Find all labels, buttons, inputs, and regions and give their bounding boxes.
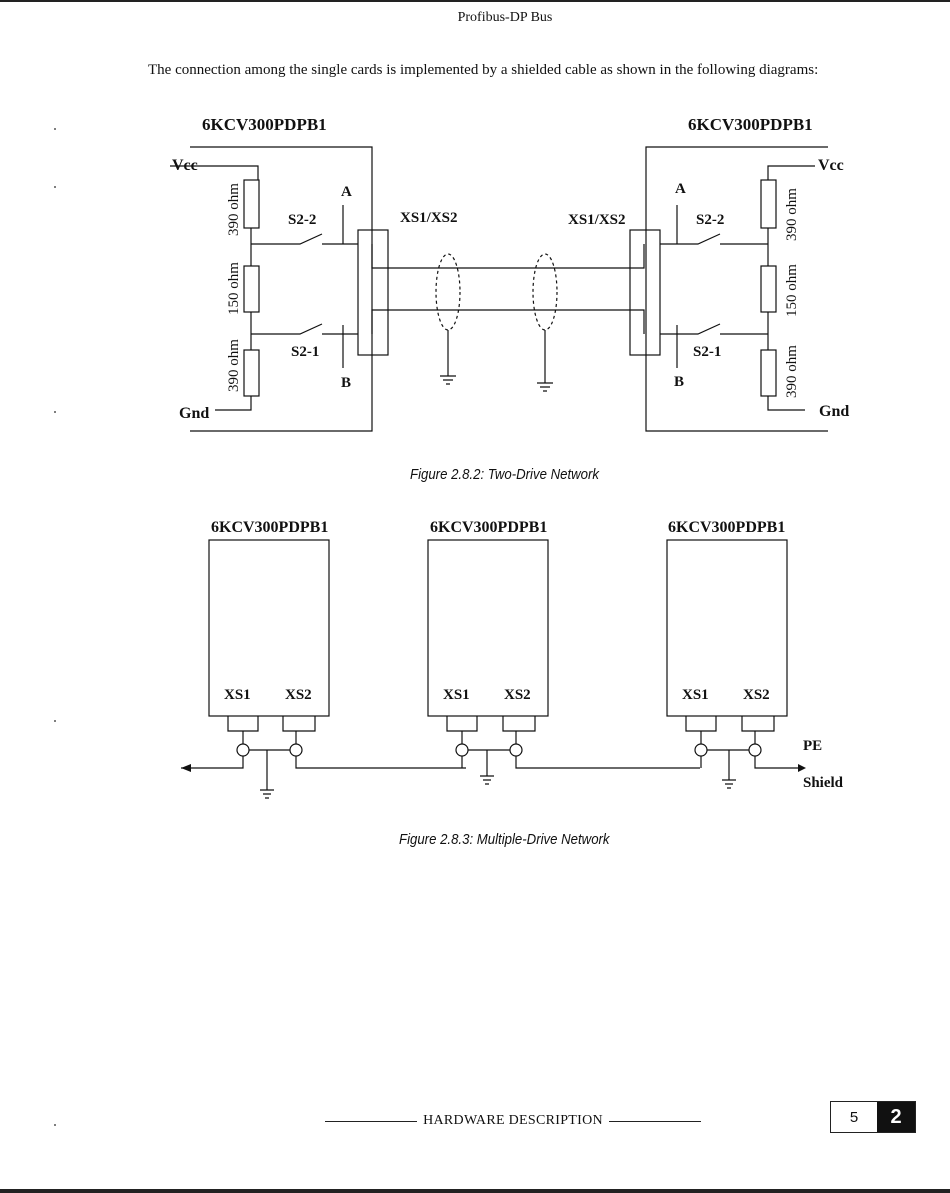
card-2-title: 6KCV300PDPB1 [430,519,547,536]
right-switch-s2-1: S2-1 [693,344,721,360]
left-line-a: A [341,184,352,200]
footer-section-title: HARDWARE DESCRIPTION [423,1113,603,1128]
left-line-b: B [341,375,351,391]
right-card-title: 6KCV300PDPB1 [688,115,813,134]
shield-label: Shield [803,775,844,791]
left-resistor-390-bottom: 390 ohm [226,339,242,392]
right-line-b: B [674,374,684,390]
page-footer: HARDWARE DESCRIPTION [325,1113,701,1129]
card-1-title: 6KCV300PDPB1 [211,519,328,536]
scan-speck [54,411,56,413]
right-gnd-label: Gnd [819,403,849,420]
page-top-border [0,0,950,2]
left-connector-label: XS1/XS2 [400,210,458,226]
card-3-port-xs1: XS1 [682,687,709,703]
scan-speck [54,1124,56,1126]
footer-rule-right [608,1120,701,1122]
card-1-port-xs1: XS1 [224,687,251,703]
scan-speck [54,128,56,130]
page-bottom-border [0,1189,950,1193]
left-resistor-150: 150 ohm [226,262,242,315]
footer-rule-left [325,1120,418,1122]
two-drive-network-diagram: 6KCV300PDPB1 6KCV300PDPB1 Vcc Vcc Gnd Gn… [170,115,849,432]
left-card-title: 6KCV300PDPB1 [202,115,327,134]
card-2-port-xs2: XS2 [504,687,531,703]
page-number: 5 [849,1108,859,1126]
multiple-drive-network-diagram: 6KCV300PDPB1 6KCV300PDPB1 6KCV300PDPB1 X… [181,519,844,799]
pe-label: PE [803,738,822,754]
left-resistor-390-top: 390 ohm [226,183,242,236]
page-header: Profibus-DP Bus [457,10,553,25]
page-number-box: 5 2 [830,1101,916,1133]
intro-paragraph: The connection among the single cards is… [148,62,819,78]
right-vcc-label: Vcc [818,157,844,174]
chapter-tab: 2 [877,1102,915,1132]
right-resistor-390-bottom: 390 ohm [784,345,800,398]
card-3-title: 6KCV300PDPB1 [668,519,785,536]
scan-speck [54,186,56,188]
scan-speck [54,720,56,722]
left-switch-s2-2: S2-2 [288,212,316,228]
card-1-port-xs2: XS2 [285,687,312,703]
figure-2-8-3-caption: Figure 2.8.3: Multiple-Drive Network [399,831,610,848]
figure-2-8-2-caption: Figure 2.8.2: Two-Drive Network [410,466,600,483]
right-resistor-390-top: 390 ohm [784,188,800,241]
card-2-port-xs1: XS1 [443,687,470,703]
right-connector-label: XS1/XS2 [568,212,626,228]
card-3-port-xs2: XS2 [743,687,770,703]
left-gnd-label: Gnd [179,405,209,422]
right-line-a: A [675,181,686,197]
left-vcc-label: Vcc [172,157,198,174]
right-switch-s2-2: S2-2 [696,212,724,228]
left-switch-s2-1: S2-1 [291,344,319,360]
right-resistor-150: 150 ohm [784,264,800,317]
